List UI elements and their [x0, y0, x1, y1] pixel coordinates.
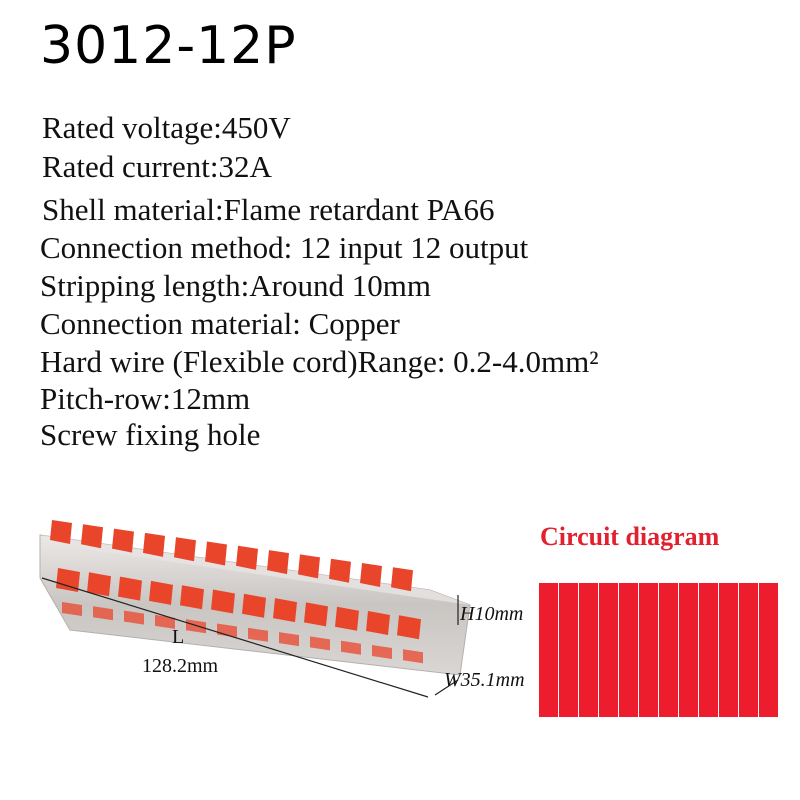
- spec-stripping-length: Stripping length:Around 10mm: [40, 268, 431, 303]
- connector-lever-lower: [341, 640, 361, 655]
- spec-rated-voltage: Rated voltage:450V: [42, 110, 291, 145]
- connector-lever-lower: [372, 645, 392, 659]
- connector-lever-front: [180, 585, 204, 610]
- connector-lever-back: [391, 567, 413, 592]
- length-letter: L: [172, 626, 185, 648]
- connector-lever-back: [143, 532, 165, 557]
- circuit-diagram-title: Circuit diagram: [540, 522, 720, 551]
- length-label: 128.2mm: [142, 655, 219, 677]
- circuit-strip: [619, 583, 639, 717]
- connector-lever-back: [174, 537, 196, 562]
- connector-lever-back: [298, 554, 320, 579]
- circuit-strip: [699, 583, 719, 717]
- spec-screw-fixing-hole: Screw fixing hole: [40, 417, 261, 452]
- spec-wire-range: Hard wire (Flexible cord)Range: 0.2-4.0m…: [40, 344, 599, 379]
- circuit-strip: [679, 583, 699, 717]
- connector-lever-front: [118, 576, 142, 601]
- spec-connection-material: Connection material: Copper: [40, 306, 400, 341]
- connector-lever-lower: [279, 632, 299, 647]
- connector-lever-back: [50, 520, 72, 544]
- connector-lever-lower: [62, 602, 82, 616]
- connector-lever-front: [242, 593, 266, 618]
- width-label: W35.1mm: [444, 669, 525, 691]
- circuit-strip: [719, 583, 739, 717]
- spec-shell-material: Shell material:Flame retardant PA66: [42, 192, 495, 227]
- connector-lever-back: [329, 558, 351, 583]
- connector-lever-lower: [124, 610, 144, 625]
- connector-lever-front: [335, 606, 359, 631]
- circuit-diagram: [539, 583, 778, 717]
- spec-rated-current: Rated current:32A: [42, 149, 272, 184]
- height-label: H10mm: [460, 603, 524, 625]
- lever-row: [50, 520, 423, 664]
- connector-lever-front: [56, 568, 80, 592]
- circuit-strip: [539, 583, 559, 717]
- connector-block-image: [39, 520, 471, 698]
- connector-lever-lower: [155, 614, 175, 629]
- circuit-strip: [659, 583, 679, 717]
- circuit-strip: [739, 583, 759, 717]
- circuit-strip: [579, 583, 599, 717]
- connector-illustration: L 128.2mm H10mm W35.1mm: [30, 490, 570, 720]
- connector-lever-front: [149, 580, 173, 605]
- circuit-strip: [759, 583, 778, 717]
- connector-lever-lower: [186, 619, 206, 634]
- connector-lever-front: [366, 611, 390, 635]
- connector-lever-back: [205, 541, 227, 566]
- connector-lever-front: [397, 615, 421, 640]
- connector-lever-front: [211, 589, 235, 614]
- spec-pitch-row: Pitch-row:12mm: [40, 381, 251, 416]
- circuit-strip: [559, 583, 579, 717]
- connector-lever-lower: [93, 606, 113, 621]
- spec-connection-method: Connection method: 12 input 12 output: [40, 230, 529, 265]
- connector-lever-back: [236, 545, 258, 570]
- circuit-strip: [599, 583, 619, 717]
- connector-lever-front: [304, 602, 328, 627]
- connector-lever-front: [87, 572, 111, 597]
- connector-lever-back: [112, 528, 134, 553]
- connector-lever-lower: [310, 636, 330, 651]
- product-title: 3012-12P: [40, 16, 297, 76]
- connector-lever-back: [267, 550, 289, 575]
- connector-lever-back: [360, 563, 382, 587]
- connector-lever-lower: [248, 627, 268, 642]
- circuit-strip: [639, 583, 659, 717]
- connector-lever-lower: [403, 649, 423, 664]
- connector-lever-front: [273, 598, 297, 623]
- connector-lever-back: [81, 524, 103, 549]
